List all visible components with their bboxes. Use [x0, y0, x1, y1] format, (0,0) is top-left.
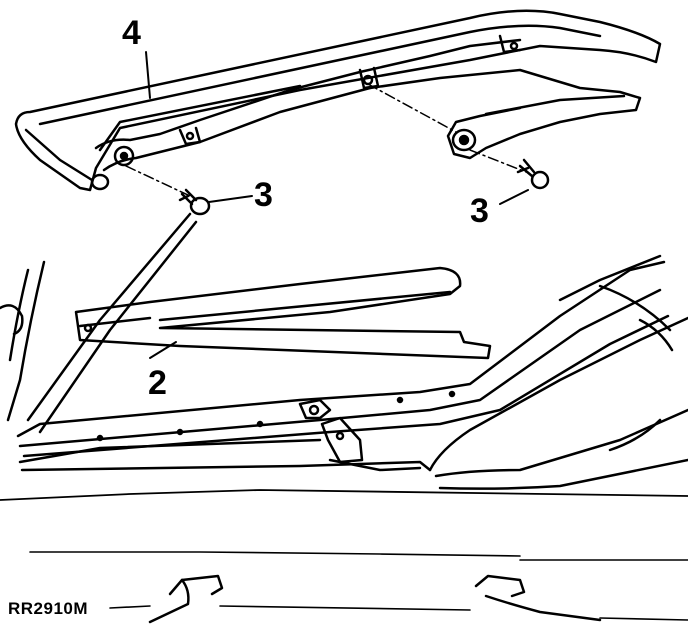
- callout-part-4: 4: [122, 14, 141, 52]
- leader-4: [145, 51, 151, 99]
- callout-part-3-left: 3: [254, 176, 273, 214]
- part-4-frame: [14, 9, 662, 192]
- callout-part-3-right: 3: [470, 192, 489, 230]
- alignment-lines: [125, 83, 527, 197]
- part-3-screw-left: [178, 188, 253, 216]
- part-2-panel: [74, 266, 492, 360]
- roof-structure: [0, 212, 688, 624]
- part-3-screw-right: [499, 158, 550, 205]
- reference-code: RR2910M: [8, 599, 89, 618]
- callout-part-2: 2: [148, 364, 167, 402]
